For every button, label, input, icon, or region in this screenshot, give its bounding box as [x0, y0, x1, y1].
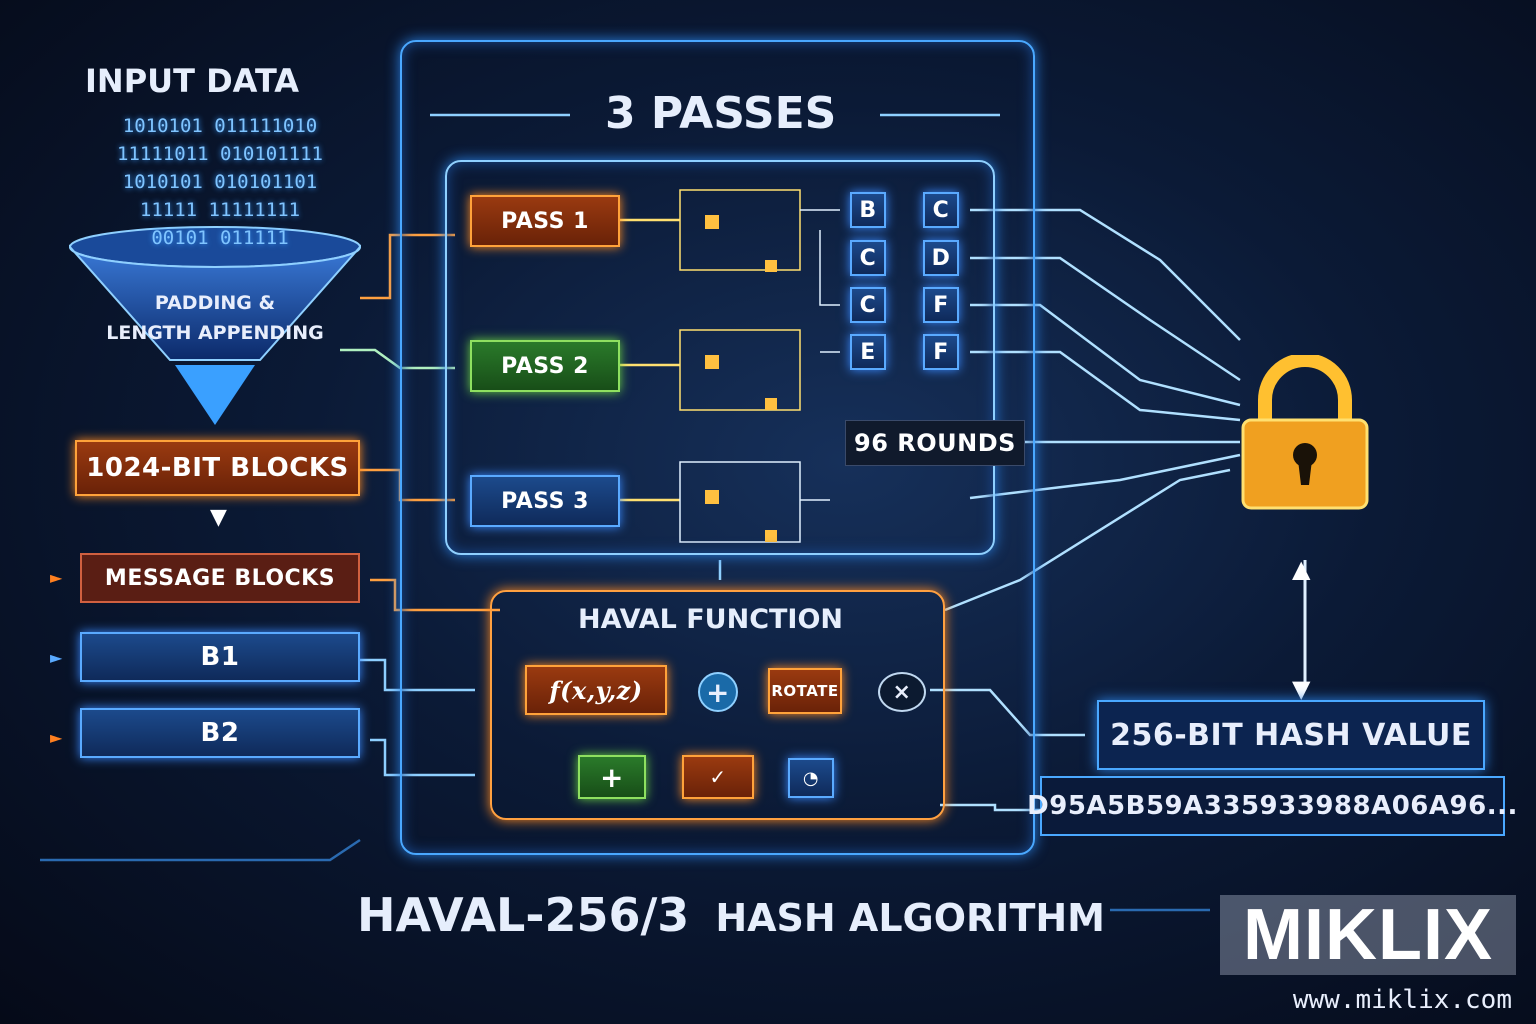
binary-row: 11111 11111111: [139, 199, 301, 221]
haval-function-title: HAVAL FUNCTION: [578, 604, 844, 635]
f-xyz-box: f(x,y,z): [525, 665, 667, 715]
rotate-box: ROTATE: [768, 668, 842, 714]
watermark-url: www.miklix.com: [1292, 985, 1512, 1015]
multiply-icon: ×: [878, 672, 926, 712]
binary-row: 1010101 011111010: [122, 115, 318, 137]
lock-icon: [1241, 355, 1369, 510]
register-box: C: [923, 192, 959, 228]
register-box: C: [850, 240, 886, 276]
three-passes-panel: [400, 40, 1035, 855]
arrow-down-icon: ▼: [210, 505, 227, 530]
hash-value-output: D95A5B59A335933988A06A96...: [1027, 776, 1517, 836]
block-b1: B1: [80, 632, 360, 682]
watermark-logo: MIKLIX: [1220, 895, 1516, 975]
passes-title: 3 PASSES: [605, 88, 837, 139]
funnel-label-line-2: LENGTH APPENDING: [106, 322, 324, 344]
footer-title-sub: HASH ALGORITHM: [715, 896, 1105, 940]
binary-row: 1010101 010101101: [122, 171, 318, 193]
arrow-up-icon: ▲: [1292, 555, 1311, 583]
add-box: +: [578, 755, 646, 799]
pass-1-box: PASS 1: [470, 195, 620, 247]
register-box: D: [923, 240, 959, 276]
register-box: F: [923, 287, 959, 323]
arrow-right-icon: ►: [50, 728, 63, 747]
check-icon: ✓: [682, 755, 754, 799]
register-box: F: [923, 334, 959, 370]
message-blocks-box: MESSAGE BLOCKS: [80, 553, 360, 603]
arrow-down-icon: ▼: [1292, 675, 1311, 703]
funnel-label-line-1: PADDING &: [154, 292, 276, 314]
funnel-icon: [68, 226, 362, 425]
dial-icon: ◔: [788, 758, 834, 798]
binary-data: 1010101 011111010 11111011 010101111 101…: [70, 112, 370, 252]
add-icon: +: [698, 672, 738, 712]
arrow-right-icon: ►: [50, 568, 63, 587]
rounds-label: 96 ROUNDS: [845, 420, 1025, 466]
haval-function-panel: [490, 590, 945, 820]
register-box: E: [850, 334, 886, 370]
arrow-right-icon: ►: [50, 648, 63, 667]
block-b2: B2: [80, 708, 360, 758]
register-box: B: [850, 192, 886, 228]
hash-value-label: 256-BIT HASH VALUE: [1097, 700, 1485, 770]
pass-2-box: PASS 2: [470, 340, 620, 392]
passes-inner-panel: [445, 160, 995, 555]
binary-row: 11111011 010101111: [117, 143, 323, 165]
register-box: C: [850, 287, 886, 323]
footer-title: HAVAL-256/3 HASH ALGORITHM: [357, 888, 1105, 942]
bit-blocks-box: 1024-BIT BLOCKS: [75, 440, 360, 496]
funnel-label: PADDING & LENGTH APPENDING: [90, 288, 340, 348]
input-data-title: INPUT DATA: [85, 62, 300, 100]
binary-row: 00101 011111: [151, 227, 289, 249]
footer-title-main: HAVAL-256/3: [357, 888, 690, 942]
pass-3-box: PASS 3: [470, 475, 620, 527]
